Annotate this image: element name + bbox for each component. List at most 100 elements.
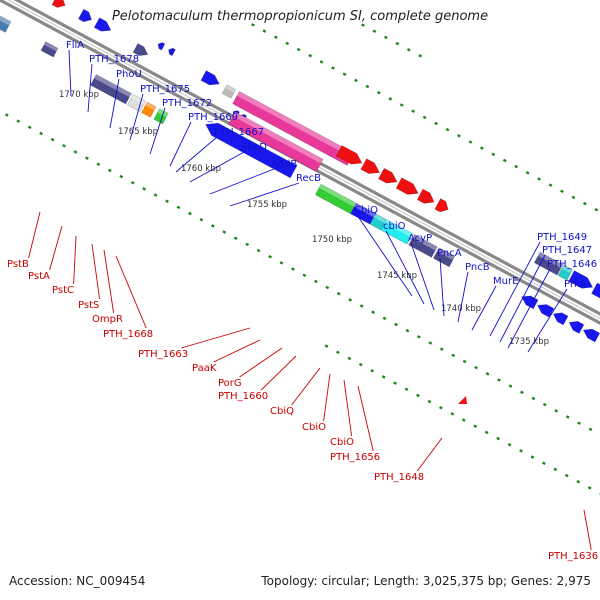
tick-dot-0 [548, 183, 553, 187]
tick-dot-2 [587, 486, 592, 490]
tick-dot-0 [582, 201, 587, 206]
gene-label-bottom-12: CbiO [330, 437, 354, 448]
tick-dot-2 [519, 449, 523, 453]
tick-dot-0 [331, 66, 335, 70]
backbone-highlight [6, 0, 600, 320]
gene-label-top-16: PTH_1649 [537, 232, 587, 243]
feature-rev-17 [568, 320, 585, 334]
feature-rev-4-shine [145, 101, 157, 111]
kbp-tick-label-5: 1745 kbp [377, 271, 417, 281]
leader-top-10 [356, 214, 413, 297]
tick-dot-3 [361, 23, 365, 27]
feature-fwd-21-body [591, 282, 600, 300]
tick-dot-0 [273, 35, 278, 39]
tick-dot-2 [461, 418, 466, 422]
tick-dot-1 [325, 285, 330, 290]
gene-label-bottom-4: OmpR [92, 314, 123, 325]
tick-dot-1 [554, 409, 559, 413]
leader-bottom-4 [103, 249, 115, 314]
feature-rev-8 [314, 183, 357, 215]
tick-dot-2 [335, 350, 340, 355]
feature-rev-5 [153, 108, 169, 125]
feature-rev-2-shine [94, 74, 132, 98]
feature-fwd-5 [157, 42, 166, 51]
tick-dot-0 [399, 103, 404, 107]
feature-fwd-1-body [51, 0, 66, 8]
tick-dot-2 [370, 369, 375, 373]
tick-dot-1 [359, 304, 364, 308]
feature-fwd-0 [36, 0, 54, 3]
leader-top-17 [499, 254, 546, 343]
feature-fwd-20-body [568, 270, 594, 289]
tick-dot-1 [39, 131, 44, 136]
tick-dot-2 [553, 467, 558, 472]
leader-bottom-15 [583, 509, 592, 551]
tick-dot-1 [416, 335, 421, 339]
leader-bottom-10 [291, 367, 321, 406]
gene-label-top-17: PTH_1647 [542, 245, 592, 256]
leader-top-0 [68, 49, 72, 97]
feature-rev-7 [228, 111, 324, 172]
feature-fwd-20 [568, 270, 594, 289]
feature-rev-16 [552, 312, 569, 326]
tick-dot-1 [96, 162, 101, 167]
feature-rev-10-shine [373, 213, 387, 223]
leader-top-16 [489, 241, 541, 337]
tick-dot-0 [354, 78, 358, 83]
leader-top-19 [527, 288, 568, 353]
tick-dot-0 [342, 72, 347, 76]
feature-fwd-16-body [416, 188, 435, 204]
tick-dot-1 [577, 421, 582, 425]
gene-label-bottom-10: CbiQ [270, 406, 294, 417]
tick-dot-0 [411, 109, 416, 113]
tick-dot-1 [233, 236, 238, 240]
tick-dot-1 [27, 125, 32, 130]
feature-rev-10 [369, 213, 387, 231]
feature-fwd-21 [591, 282, 600, 300]
kbp-tick-label-2: 1760 kbp [181, 164, 221, 174]
feature-fwd-19 [557, 264, 573, 281]
leader-top-9 [229, 182, 300, 207]
feature-fwd-14 [378, 167, 398, 184]
gene-label-bottom-3: PstS [78, 300, 99, 311]
tick-dot-1 [588, 427, 593, 432]
feature-fwd-13 [360, 158, 381, 174]
tick-dot-2 [496, 436, 501, 441]
kbp-tick-label-0: 1770 kbp [59, 90, 99, 100]
accession-text: Accession: NC_009454 [9, 574, 146, 588]
leader-bottom-13 [357, 385, 374, 452]
leader-bottom-9 [260, 355, 297, 391]
leader-top-2 [109, 78, 120, 129]
gene-label-top-11: cbiO [383, 221, 406, 232]
tick-dot-1 [428, 341, 433, 345]
feature-fwd-2-body [77, 8, 92, 23]
map-title: Pelotomaculum thermopropionicum SI, comp… [111, 9, 489, 24]
feature-fwd-19-body [557, 264, 573, 281]
tick-dot-2 [416, 393, 420, 398]
leader-top-13 [439, 257, 445, 317]
leader-top-6 [175, 136, 218, 173]
tick-dot-1 [394, 322, 398, 327]
gene-label-bottom-13: PTH_1656 [330, 452, 380, 463]
feature-rev-3 [127, 94, 146, 113]
tick-dot-1 [313, 279, 318, 284]
feature-rev-7-shine [232, 111, 324, 164]
tick-dot-1 [382, 316, 387, 321]
tick-dot-1 [531, 396, 536, 401]
tick-dot-0 [296, 47, 301, 52]
tick-dot-1 [85, 156, 89, 160]
feature-fwd-7 [200, 70, 220, 86]
tick-dot-1 [508, 384, 513, 388]
tick-dot-1 [291, 267, 295, 271]
tick-dot-0 [594, 208, 599, 212]
tick-dot-1 [62, 144, 66, 148]
tick-dot-2 [473, 424, 478, 429]
tick-dot-1 [222, 230, 227, 234]
leader-top-18 [507, 268, 551, 349]
tick-dot-1 [451, 353, 456, 358]
leader-top-4 [149, 107, 166, 155]
leader-top-1 [87, 63, 93, 113]
leader-top-7 [189, 151, 245, 183]
leader-top-15 [471, 285, 497, 331]
tick-dot-0 [560, 189, 564, 194]
